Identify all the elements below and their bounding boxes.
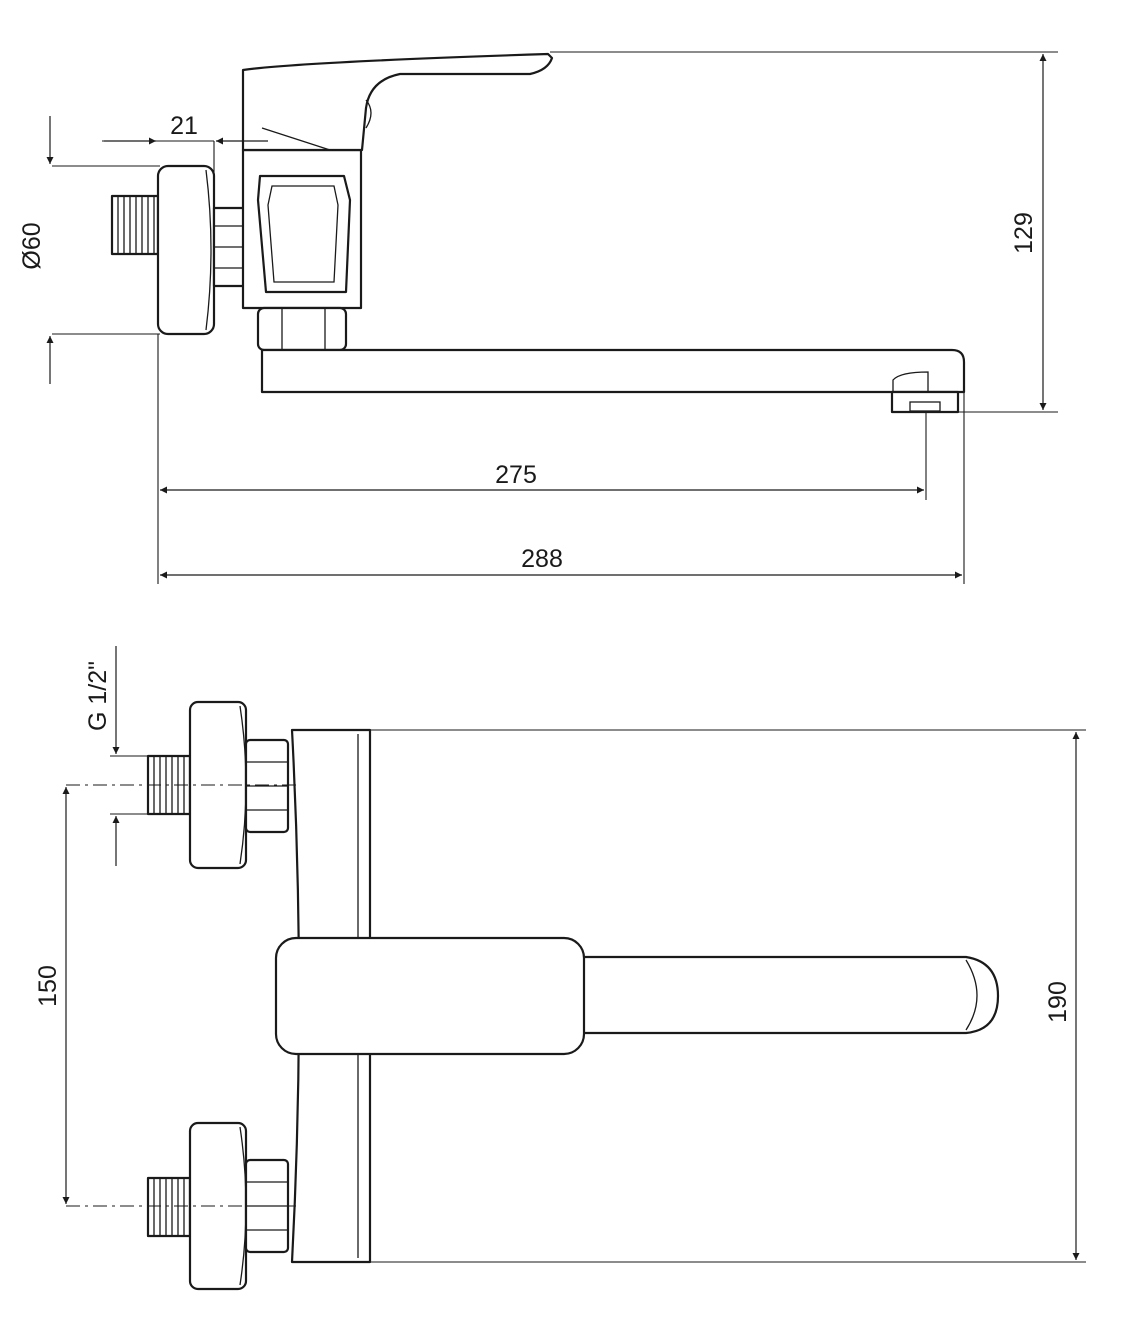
spout-plan xyxy=(558,955,1000,1035)
spout-swivel-nut xyxy=(256,306,348,352)
height-label: 129 xyxy=(1010,212,1038,254)
lower-inlet xyxy=(146,1121,290,1291)
flange-diameter-label: Ø60 xyxy=(18,222,46,269)
total-length-label: 288 xyxy=(521,545,563,573)
upper-inlet xyxy=(146,700,290,870)
body-facet xyxy=(256,174,352,294)
inlet-spacing-label: 150 xyxy=(34,965,62,1007)
thread-size-label: G 1/2" xyxy=(84,661,112,731)
flange-depth-label: 21 xyxy=(170,112,198,140)
body-height-label: 190 xyxy=(1044,981,1072,1023)
lever-handle xyxy=(241,52,554,152)
spout-reach-label: 275 xyxy=(495,461,537,489)
inlet-thread-top xyxy=(110,194,160,256)
wall-flange xyxy=(156,164,216,336)
side-view: Ø60 21 129 275 288 xyxy=(18,51,1058,584)
spout xyxy=(260,348,966,394)
mixer-head xyxy=(274,936,586,1056)
plan-view: G 1/2" 150 190 xyxy=(34,646,1086,1291)
